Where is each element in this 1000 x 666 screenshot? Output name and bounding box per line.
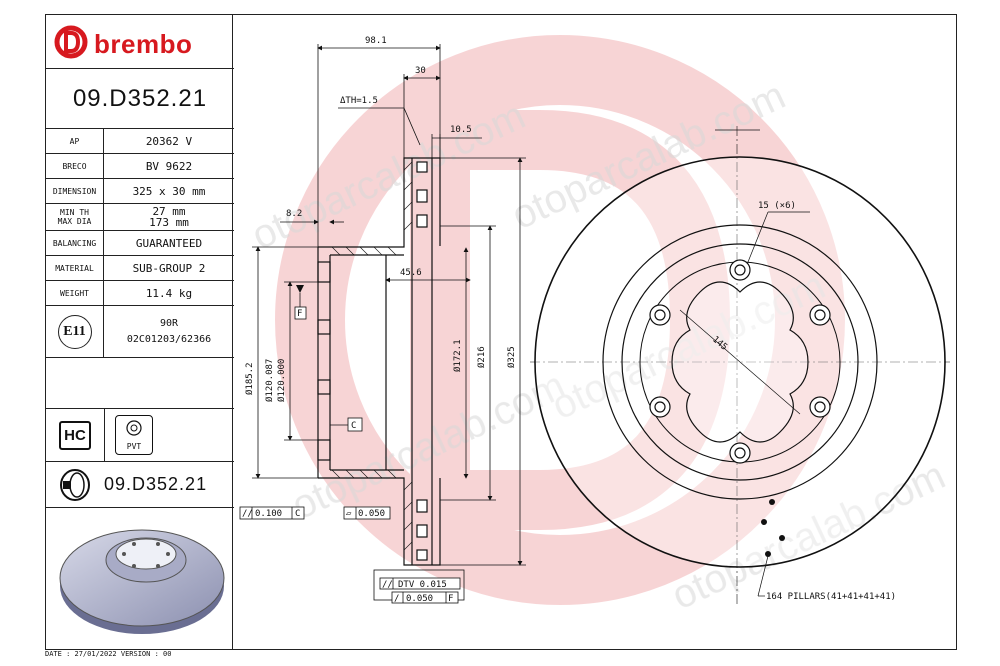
tolerance-dtv: // DTV 0.015 / 0.050 F [373, 569, 465, 604]
spec-key: WEIGHT [46, 281, 104, 305]
dim-th: ΔTH=1.5 [340, 96, 378, 106]
spec-value: BV 9622 [145, 159, 193, 173]
svg-text:0.050: 0.050 [406, 594, 433, 604]
blank-row [46, 358, 234, 409]
pvt-badge-cell: PVT [105, 409, 163, 461]
holes-label: 15 (×6) [758, 201, 796, 211]
e11-approval-icon: E11 [57, 314, 92, 349]
tolerance-runout: // 0.100 C [239, 506, 305, 520]
spec-row-weight: WEIGHT 11.4 kg [46, 281, 234, 306]
svg-text:F: F [448, 594, 453, 604]
hc-badge-cell: HC [46, 409, 105, 461]
approval-number: 02C01203/62366 [126, 333, 212, 345]
hc-badge-icon: HC [59, 420, 91, 450]
pillar-markers [761, 499, 785, 557]
spec-value: GUARANTEED [135, 236, 203, 250]
spec-key-max: MAX DIA [57, 217, 92, 226]
part-number: 09.D352.21 [46, 69, 234, 129]
spec-table: AP 20362 V BRECO BV 9622 DIMENSION 325 x… [46, 129, 234, 653]
drawing-frame [233, 14, 957, 650]
dim-depth: 45.6 [400, 268, 422, 278]
spec-row-material: MATERIAL SUB-GROUP 2 [46, 256, 234, 281]
dia-325: Ø325 [506, 346, 517, 368]
dim-hat: 8.2 [286, 209, 302, 219]
spec-value: 11.4 kg [145, 286, 193, 300]
spec-row-breco: BRECO BV 9622 [46, 154, 234, 179]
svg-text:/: / [394, 594, 399, 604]
spec-key: AP [46, 129, 104, 153]
brembo-watermark-logo [275, 35, 845, 605]
spec-value-max: 173 mm [149, 216, 189, 229]
svg-text://: // [382, 580, 393, 590]
svg-text:C: C [351, 421, 356, 431]
dia-120-upper: Ø120.087 [264, 359, 275, 402]
spec-value: 325 x 30 mm [132, 184, 206, 198]
disc-render-image [59, 529, 225, 634]
date-version: DATE : 27/01/2022 VERSION : 00 [45, 650, 172, 658]
spec-row-ap: AP 20362 V [46, 129, 234, 154]
approval-code: 90R [159, 317, 179, 329]
dia-216: Ø216 [476, 346, 487, 368]
approval-text: 90R 02C01203/62366 [104, 316, 234, 348]
svg-text:0.050: 0.050 [358, 509, 385, 519]
dim-lip: 10.5 [450, 125, 472, 135]
svg-text:C: C [295, 509, 300, 519]
spec-value-min: 27 mm [152, 205, 186, 218]
datum-c: C [330, 417, 363, 432]
spec-key: BALANCING [46, 231, 104, 255]
spec-key: MATERIAL [46, 256, 104, 280]
disc-mini-icon [126, 420, 142, 436]
section-view [317, 157, 441, 566]
pvt-badge-icon: PVT [115, 415, 153, 455]
dim-width: 30 [415, 66, 426, 76]
svg-text:0.100: 0.100 [255, 509, 282, 519]
approval-mark-cell: E11 [46, 306, 104, 357]
dia-120-lower: Ø120.000 [276, 359, 287, 402]
front-view [530, 126, 950, 605]
spec-value: 20362 V [145, 134, 193, 148]
dia-185: Ø185.2 [244, 362, 255, 395]
dia-172: Ø172.1 [452, 339, 463, 372]
tolerance-flatness: ▱ 0.050 [343, 506, 391, 520]
part-number-row: 09.D352.21 [46, 462, 234, 508]
brembo-b-icon [54, 25, 88, 59]
badge-row: HC PVT [46, 409, 234, 462]
svg-text:DTV 0.015: DTV 0.015 [398, 580, 447, 590]
approval-row: E11 90R 02C01203/62366 [46, 306, 234, 358]
disc-render [46, 508, 234, 653]
spec-key: DIMENSION [46, 179, 104, 203]
svg-text:F: F [297, 309, 302, 319]
brand-name: brembo [94, 29, 193, 59]
part-number-secondary: 09.D352.21 [104, 474, 208, 494]
bolt-holes [649, 259, 831, 464]
dim-overall: 98.1 [365, 36, 387, 46]
disc-side-icon [46, 467, 104, 503]
spec-key-min: MIN TH [60, 208, 89, 217]
svg-text://: // [242, 509, 253, 519]
spec-row-dimension: DIMENSION 325 x 30 mm [46, 179, 234, 204]
info-panel: brembo 09.D352.21 AP 20362 V BRECO BV 96… [45, 14, 234, 653]
svg-text:▱: ▱ [346, 509, 352, 519]
pillars-label: 164 PILLARS(41+41+41+41) [766, 592, 896, 602]
spec-value: SUB-GROUP 2 [132, 261, 206, 275]
datum-f: F [294, 285, 307, 320]
brand-logo: brembo [46, 15, 234, 69]
spec-key: BRECO [46, 154, 104, 178]
spec-row-balancing: BALANCING GUARANTEED [46, 231, 234, 256]
dimension-lines [252, 44, 526, 566]
